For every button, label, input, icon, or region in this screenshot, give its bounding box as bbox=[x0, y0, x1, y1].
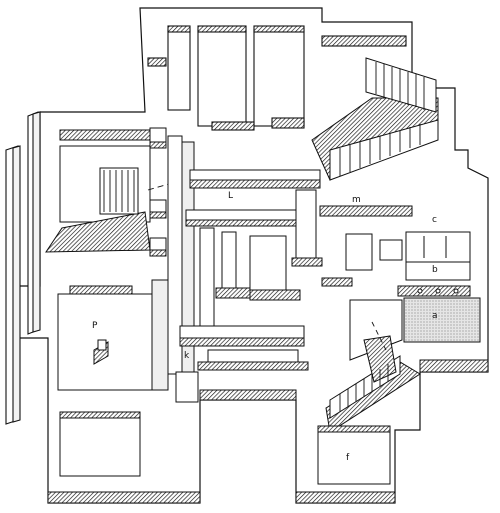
room-a-basin bbox=[403, 288, 481, 343]
left-slab-walls bbox=[5, 111, 41, 425]
room-p bbox=[57, 279, 169, 391]
room-f bbox=[317, 425, 391, 485]
upper-stair-treads bbox=[339, 62, 425, 176]
outer-shadow-faces bbox=[47, 359, 489, 504]
lower-stair-treads bbox=[339, 364, 389, 412]
lower-staircase bbox=[325, 299, 421, 433]
central-piers bbox=[149, 127, 195, 379]
left-stair-treads bbox=[103, 170, 135, 212]
right-center-rooms bbox=[319, 205, 471, 297]
central-corridors bbox=[175, 169, 323, 403]
room-lower-left bbox=[59, 411, 141, 477]
top-chambers bbox=[147, 25, 407, 131]
left-staircase bbox=[45, 129, 157, 253]
grand-staircase bbox=[311, 57, 439, 181]
